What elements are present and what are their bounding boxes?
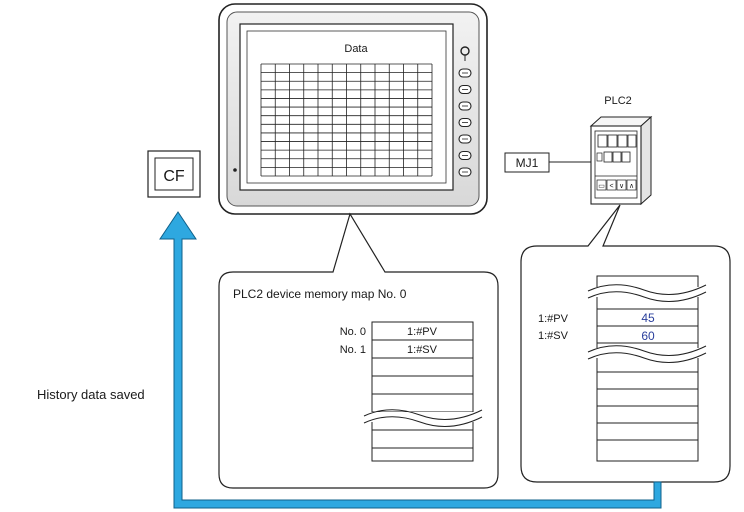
history-label: History data saved xyxy=(37,387,145,402)
plc-key-icon xyxy=(626,179,637,191)
plc-key-icon xyxy=(606,179,617,191)
plc-memory-row-0-device: 1:#PV xyxy=(538,313,569,325)
data-grid xyxy=(260,63,433,177)
plc-memory-top-break-icon xyxy=(587,284,707,302)
plc-key-symbol-icon: ∨ xyxy=(619,183,624,190)
plc-memory-table xyxy=(596,275,699,462)
plc-key-symbol-icon: ▭ xyxy=(598,183,605,190)
plc-digit-icon xyxy=(621,151,631,163)
plc-controller: PLC2 ▭ < ∨ ∧ xyxy=(589,95,653,206)
plc-memory-row-0-value: 45 xyxy=(641,311,655,325)
plc-memory-callout: 1:#PV 45 1:#SV 60 xyxy=(520,204,731,483)
memory-map-title: PLC2 device memory map No. 0 xyxy=(233,287,407,301)
plc-indicator-icon xyxy=(596,152,603,162)
plc-memory-row-1-value: 60 xyxy=(641,329,655,343)
plc-digit-icon xyxy=(607,134,618,148)
memory-map-row-0-device: 1:#PV xyxy=(407,326,438,338)
plc-memory-mid-break-icon xyxy=(587,345,707,363)
plc-display xyxy=(596,134,637,163)
memory-map-callout: PLC2 device memory map No. 0 No. 0 1:#PV… xyxy=(218,212,499,489)
memory-map-table xyxy=(371,321,474,462)
plc-key-icon xyxy=(616,179,627,191)
hmi-screen-title: Data xyxy=(344,43,368,55)
plc-digit-icon xyxy=(612,151,622,163)
plc-label: PLC2 xyxy=(604,95,632,107)
plc-digit-icon xyxy=(597,134,608,148)
function-keys xyxy=(458,68,472,177)
plc-key-icon xyxy=(596,179,607,191)
history-arrow-shape xyxy=(159,211,662,509)
mj1-port-label: MJ1 xyxy=(516,156,539,170)
cf-card: CF xyxy=(147,150,201,198)
memory-map-row-0-number: No. 0 xyxy=(340,326,366,338)
power-led-icon xyxy=(233,168,237,172)
memory-map-break-icon xyxy=(363,409,483,427)
plc-digit-icon xyxy=(627,134,637,148)
memory-map-row-1-device: 1:#SV xyxy=(407,344,438,356)
plc-digit-icon xyxy=(603,151,613,163)
plc-key-symbol-icon: < xyxy=(609,183,613,190)
plc-key-symbol-icon: ∧ xyxy=(629,183,634,190)
plc-keys: ▭ < ∨ ∧ xyxy=(595,175,637,191)
history-arrow: History data saved xyxy=(37,211,662,509)
hmi-terminal: Data xyxy=(218,3,488,215)
plc-memory-row-1-device: 1:#SV xyxy=(538,330,569,342)
memory-map-row-1-number: No. 1 xyxy=(340,344,366,356)
plc-digit-icon xyxy=(617,134,628,148)
mj1-port: MJ1 xyxy=(504,152,591,173)
cf-card-label: CF xyxy=(163,168,185,185)
